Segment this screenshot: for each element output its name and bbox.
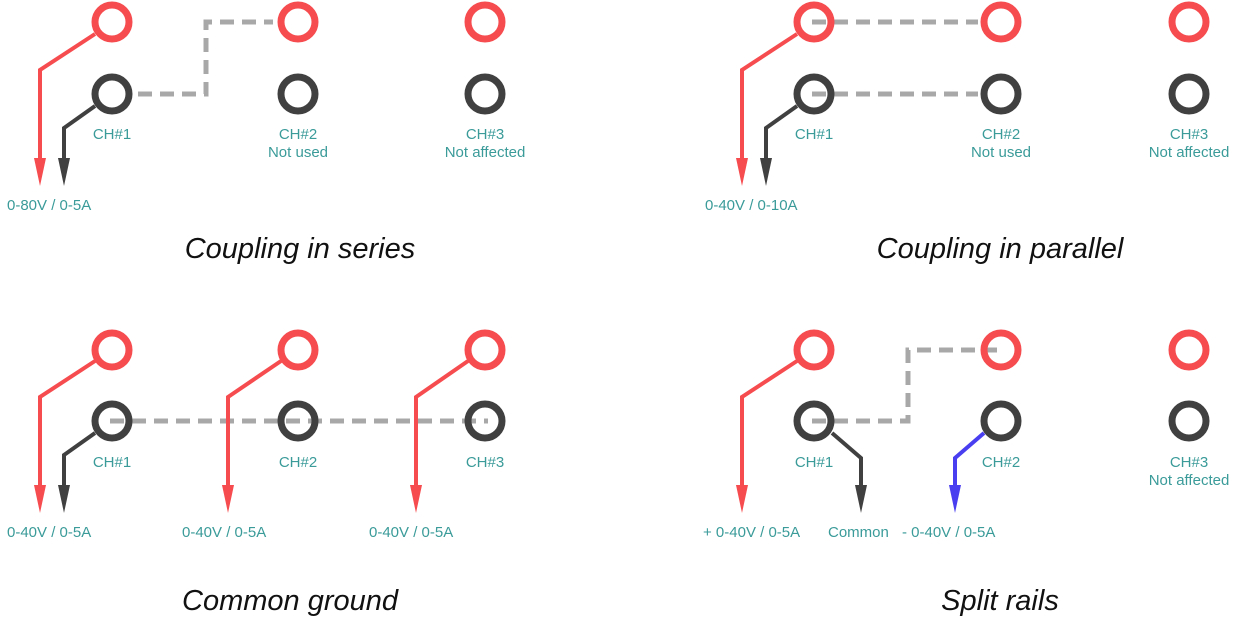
ch3-note: Not affected <box>445 144 526 161</box>
ch1-positive-terminal <box>91 1 133 43</box>
panel-caption: Coupling in parallel <box>877 233 1125 265</box>
ch3-positive-terminal <box>464 1 506 43</box>
positive-arrow-head <box>736 158 748 186</box>
ch3-positive-terminal <box>1168 1 1210 43</box>
panel-caption: Split rails <box>941 585 1059 617</box>
ch1-label: CH#1 <box>795 454 833 471</box>
ch1-negative-terminal <box>91 400 133 442</box>
ch3-negative-terminal <box>464 73 506 115</box>
ch3-negative-terminal <box>1168 400 1210 442</box>
positive-arrow-head <box>222 485 234 513</box>
ch3-label: CH#3 <box>466 454 504 471</box>
ch2-note: Not used <box>971 144 1031 161</box>
ch1-positive-wire <box>740 32 799 160</box>
series-link-wire <box>138 19 273 97</box>
output-label-2: 0-40V / 0-5A <box>182 524 266 541</box>
ch3-negative-terminal <box>464 400 506 442</box>
ch1-negative-terminal <box>793 400 835 442</box>
ch3-label: CH#3 <box>466 126 504 143</box>
ch3-note: Not affected <box>1149 144 1230 161</box>
positive-arrow-head <box>34 158 46 186</box>
output-label: 0-40V / 0-10A <box>705 197 798 214</box>
ch1-label: CH#1 <box>93 454 131 471</box>
positive-arrow-head <box>410 485 422 513</box>
common-arrow-head <box>855 485 867 513</box>
ch2-negative-terminal <box>980 400 1022 442</box>
panel-series: CH#1 CH#2 Not used CH#3 Not affected 0-8… <box>7 1 526 265</box>
ch2-label: CH#2 <box>982 454 1020 471</box>
ch1-positive-wire <box>38 32 97 160</box>
link-wire <box>812 347 1001 424</box>
ch3-positive-terminal <box>464 329 506 371</box>
ch2-positive-terminal <box>277 329 319 371</box>
ch1-positive-terminal <box>793 1 835 43</box>
ch3-label: CH#3 <box>1170 454 1208 471</box>
panel-caption: Common ground <box>182 585 399 617</box>
negative-arrow-head <box>58 158 70 186</box>
output-label-common: Common <box>828 524 889 541</box>
panel-parallel: CH#1 CH#2 Not used CH#3 Not affected 0-4… <box>705 1 1230 265</box>
ch2-label: CH#2 <box>982 126 1020 143</box>
output-label: 0-80V / 0-5A <box>7 197 91 214</box>
output-label-3: 0-40V / 0-5A <box>369 524 453 541</box>
ch3-positive-wire <box>414 359 470 487</box>
ch1-negative-wire <box>62 431 97 487</box>
ch2-positive-wire <box>226 359 283 487</box>
panel-common-ground: CH#1 CH#2 CH#3 0-40V / 0-5A 0-40V / 0-5A… <box>7 329 506 617</box>
ch1-label: CH#1 <box>795 126 833 143</box>
ch1-negative-wire <box>764 104 799 160</box>
ch2-label: CH#2 <box>279 126 317 143</box>
ch2-note: Not used <box>268 144 328 161</box>
ch2-negative-wire <box>953 431 986 487</box>
positive-arrow-head <box>736 485 748 513</box>
ch1-positive-wire <box>38 359 97 487</box>
output-label-positive: + 0-40V / 0-5A <box>703 524 800 541</box>
ch2-negative-terminal <box>980 73 1022 115</box>
ch1-positive-terminal <box>793 329 835 371</box>
ch2-positive-terminal <box>980 329 1022 371</box>
ch1-negative-wire <box>62 104 97 160</box>
ch1-negative-terminal <box>793 73 835 115</box>
ch2-positive-terminal <box>980 1 1022 43</box>
output-label-1: 0-40V / 0-5A <box>7 524 91 541</box>
ch1-negative-terminal <box>91 73 133 115</box>
ch2-positive-terminal <box>277 1 319 43</box>
negative-arrow-head <box>760 158 772 186</box>
ch2-negative-terminal <box>277 73 319 115</box>
panel-caption: Coupling in series <box>185 233 416 265</box>
panel-split-rails: CH#1 CH#2 CH#3 Not affected + 0-40V / 0-… <box>703 329 1230 617</box>
negative-arrow-head <box>949 485 961 513</box>
ch1-negative-wire <box>830 431 863 487</box>
output-label-negative: - 0-40V / 0-5A <box>902 524 995 541</box>
ch3-label: CH#3 <box>1170 126 1208 143</box>
ch1-positive-terminal <box>91 329 133 371</box>
ch3-positive-terminal <box>1168 329 1210 371</box>
ch3-negative-terminal <box>1168 73 1210 115</box>
ch1-label: CH#1 <box>93 126 131 143</box>
ch3-note: Not affected <box>1149 472 1230 489</box>
ch2-label: CH#2 <box>279 454 317 471</box>
ch1-positive-wire <box>740 359 799 487</box>
ch2-negative-terminal <box>277 400 319 442</box>
positive-arrow-head <box>34 485 46 513</box>
negative-arrow-head <box>58 485 70 513</box>
